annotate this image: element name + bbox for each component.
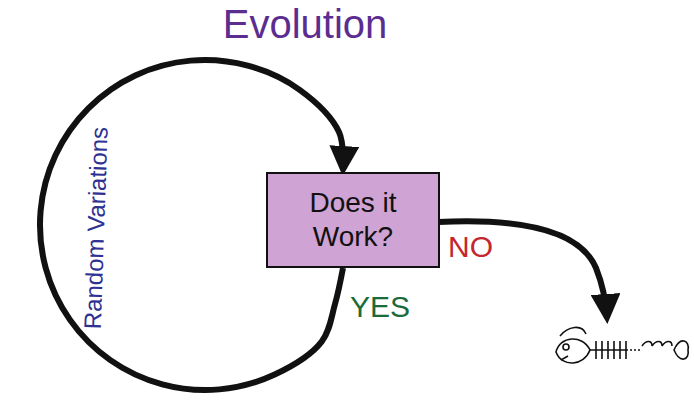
diagram-title: Evolution [223, 2, 388, 47]
fish-skeleton [556, 327, 688, 363]
branch-label: NO [448, 230, 493, 264]
decision-box: Does it Work? [266, 172, 440, 268]
branch-label: YES [350, 290, 410, 324]
box-label: Does it Work? [278, 186, 428, 253]
no-arrow [438, 221, 607, 318]
loop-label: Random Variations [78, 126, 113, 329]
